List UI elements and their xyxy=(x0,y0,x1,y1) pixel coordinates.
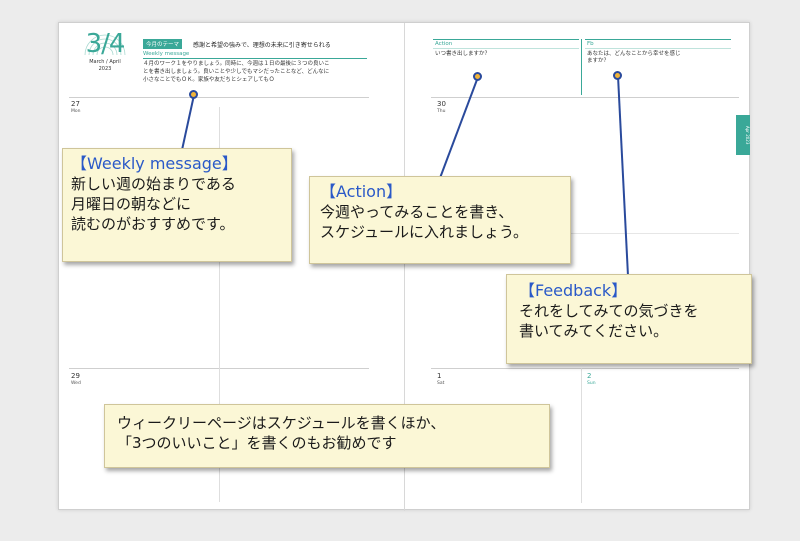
day-number: 2 xyxy=(587,372,592,380)
theme-row: 今月のテーマ 感謝と希望の強みで、理想の未来に引き寄せられる xyxy=(143,39,367,49)
day-number: 1 xyxy=(437,372,442,380)
weekly-message-body: ４月のワーク１をやりましょう。同時に、今週は１日の最後に３つの良いこ とを書き出… xyxy=(143,60,367,84)
day-name: Thu xyxy=(437,109,446,114)
weekly-message-line: ４月のワーク１をやりましょう。同時に、今週は１日の最後に３つの良いこ xyxy=(143,61,330,67)
callout-bottom-line: 「3つのいいこと」を書くのもお勧めです xyxy=(117,434,397,452)
fb-label: Fb xyxy=(587,41,594,47)
callout-action-line: スケジュールに入れましょう。 xyxy=(320,223,529,241)
day-label-thu: 30 Thu xyxy=(437,100,446,116)
week-date: 3/4 xyxy=(85,29,126,59)
callout-feedback-line: 書いてみてください。 xyxy=(519,322,669,340)
marker-weekly-icon xyxy=(189,90,198,99)
callout-action-line: 今週やってみることを書き、 xyxy=(320,203,514,221)
weekly-message-line: とを書き出しましょう。良いことや少しでもマシだったことなど、どんなに xyxy=(143,69,330,75)
action-top-line xyxy=(433,39,579,40)
fb-label-line xyxy=(585,48,731,49)
callout-action: 【Action】 今週やってみることを書き、 スケジュールに入れましょう。 xyxy=(309,176,571,264)
month-side-tab[interactable]: Apr 2023 xyxy=(736,115,750,155)
callout-weekly-line: 新しい週の始まりである xyxy=(71,175,236,193)
connector-weekly xyxy=(181,94,195,151)
day-name: Sat xyxy=(437,381,445,386)
callout-feedback: 【Feedback】 それをしてみての気づきを 書いてみてください。 xyxy=(506,274,752,364)
column-divider-left xyxy=(219,107,220,502)
callout-feedback-title: 【Feedback】 xyxy=(519,281,628,300)
day-label-sun: 2 Sun xyxy=(587,372,596,388)
callout-bottom-line: ウィークリーページはスケジュールを書くほか、 xyxy=(117,414,446,432)
callout-feedback-line: それをしてみての気づきを xyxy=(519,302,699,320)
row-divider-right xyxy=(431,368,739,369)
day-label-mon: 27 Mon xyxy=(71,100,81,116)
month-label: March / April xyxy=(89,59,121,65)
page-gutter xyxy=(404,23,405,511)
action-label: Action xyxy=(435,41,453,47)
day-number: 30 xyxy=(437,100,446,108)
callout-weekly-line: 月曜日の朝などに xyxy=(71,195,192,213)
marker-action-icon xyxy=(473,72,482,81)
fb-prompt: あなたは、どんなことから幸せを感じ ますか？ xyxy=(587,51,681,65)
action-label-line xyxy=(433,48,579,49)
day-number: 27 xyxy=(71,100,80,108)
day-number: 29 xyxy=(71,372,80,380)
arcs-decoration-icon xyxy=(84,34,126,55)
header-divider-left xyxy=(69,97,369,98)
callout-action-title: 【Action】 xyxy=(320,182,403,201)
row-divider-right-mid xyxy=(431,233,739,234)
connector-action xyxy=(439,76,479,179)
year-label: 2023 xyxy=(98,66,112,72)
fb-top-line xyxy=(585,39,731,40)
fb-prompt-line: ますか？ xyxy=(587,58,610,64)
callout-bottom-tip: ウィークリーページはスケジュールを書くほか、 「3つのいいこと」を書くのもお勧め… xyxy=(104,404,550,468)
connector-feedback xyxy=(617,75,629,277)
weekly-message-divider xyxy=(143,58,367,59)
action-prompt: いつ書き出しますか？ xyxy=(435,51,491,57)
marker-feedback-icon xyxy=(613,71,622,80)
callout-weekly-message: 【Weekly message】 新しい週の始まりである 月曜日の朝などに 読む… xyxy=(62,148,292,262)
fb-prompt-line: あなたは、どんなことから幸せを感じ xyxy=(587,51,681,57)
theme-tag: 今月のテーマ xyxy=(143,39,183,49)
date-block: 3/4 March / April 2023 xyxy=(79,29,131,73)
weekly-message-line: 小さなことでもＯＫ。家族や友だちとシェアしてもＯ xyxy=(143,77,275,83)
column-divider-right xyxy=(581,368,582,503)
callout-weekly-title: 【Weekly message】 xyxy=(71,154,238,173)
day-label-sat: 1 Sat xyxy=(437,372,444,388)
weekly-message-label: Weekly message xyxy=(143,51,190,57)
day-label-wed: 29 Wed xyxy=(71,372,81,388)
day-name: Sun xyxy=(587,381,596,386)
callout-weekly-line: 読むのがおすすめです。 xyxy=(71,215,235,233)
day-name: Mon xyxy=(71,109,81,114)
action-fb-divider xyxy=(581,39,582,95)
theme-text: 感謝と希望の強みで、理想の未来に引き寄せられる xyxy=(193,42,331,49)
day-name: Wed xyxy=(71,381,81,386)
header-divider-right xyxy=(431,97,739,98)
